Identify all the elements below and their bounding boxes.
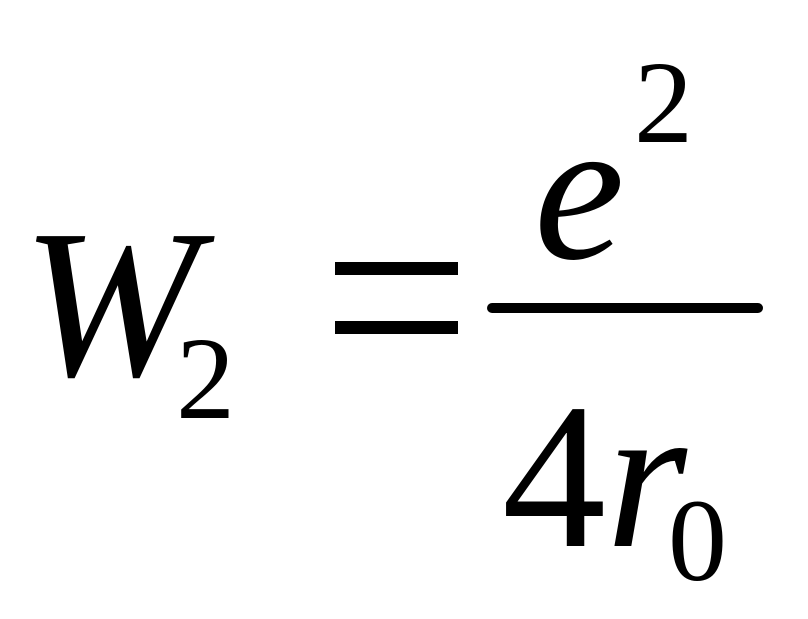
denominator-variable: r	[606, 361, 687, 591]
lhs-subscript: 2	[176, 313, 235, 444]
equals-sign	[335, 262, 458, 336]
fraction-bar	[487, 303, 763, 313]
equals-bar-top	[335, 262, 458, 275]
equals-bar-bottom	[335, 321, 458, 334]
numerator-superscript: 2	[634, 37, 693, 168]
numerator-base: e	[534, 77, 625, 303]
denominator-coefficient: 4	[502, 361, 606, 591]
denominator-subscript: 0	[668, 475, 727, 606]
lhs-symbol: W	[22, 186, 199, 421]
